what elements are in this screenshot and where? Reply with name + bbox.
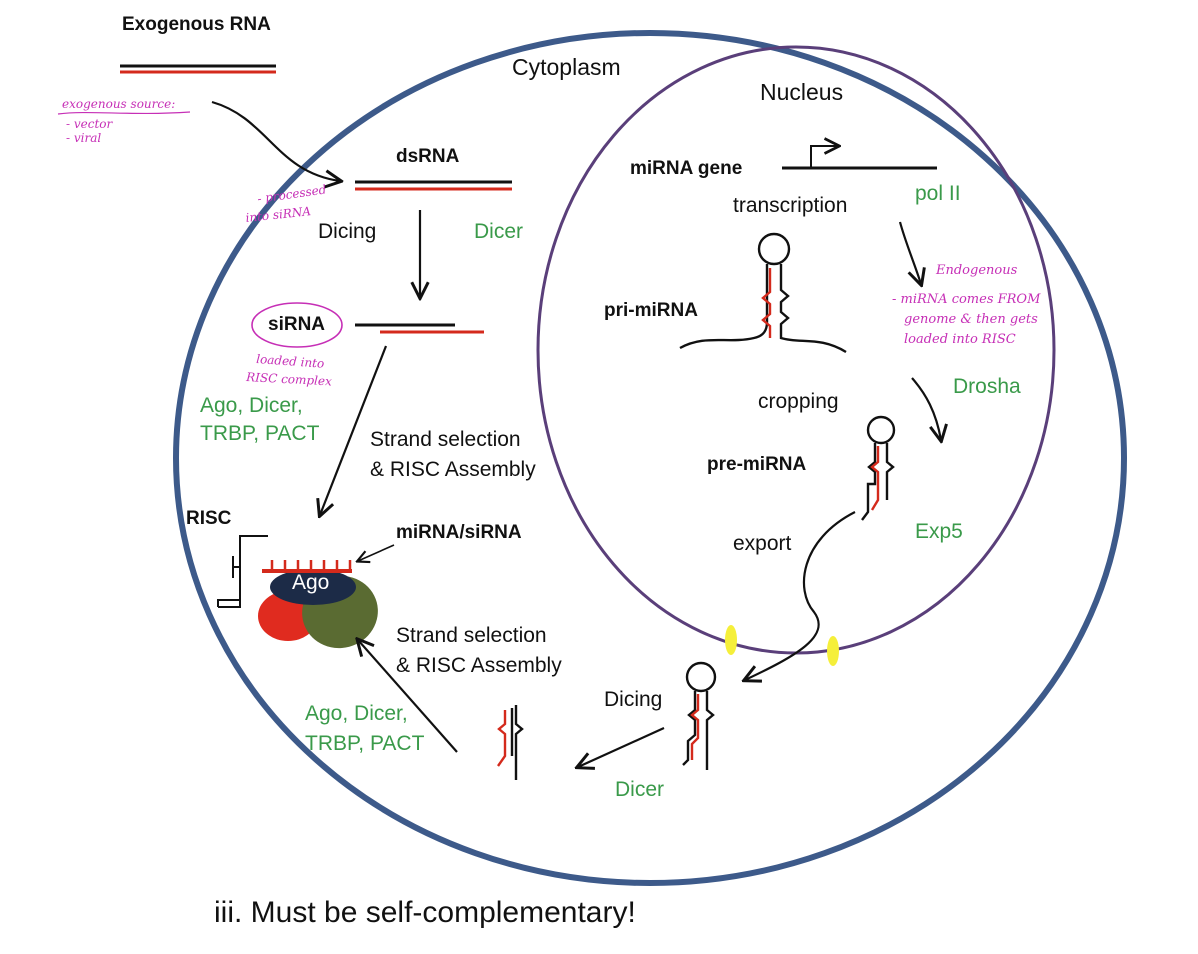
endogenous-note-line: genome & then gets (904, 312, 1038, 327)
arrow-duplex-to-risc (358, 640, 458, 753)
footer-text: iii. Must be self-complementary! (214, 896, 636, 929)
sirna-note: loaded into RISC complex (245, 352, 333, 388)
cytoplasm-boundary (173, 30, 1127, 886)
ago-complex: Ago (258, 560, 378, 649)
exp5-label: Exp5 (915, 520, 963, 543)
cytoplasm-dicing-label: Dicing (604, 688, 662, 711)
mirna-duplex (497, 705, 524, 780)
risc-bracket (217, 535, 268, 607)
strand-selection-lower-line: & RISC Assembly (396, 654, 562, 677)
dsrna-note-line: - processed (256, 182, 327, 206)
exogenous-note-line: - vector (66, 117, 114, 131)
risc-proteins-upper-line: Ago, Dicer, (200, 394, 303, 417)
transcription-label: transcription (733, 194, 847, 217)
nuclear-pore (827, 636, 839, 666)
risc-bracket-detail (218, 556, 241, 608)
drosha-label: Drosha (953, 375, 1021, 398)
endogenous-note-line: Endogenous (935, 263, 1018, 278)
endogenous-note: Endogenous - miRNA comes FROM genome & t… (892, 263, 1041, 347)
arrow-exogenous-to-dsrna (211, 100, 340, 181)
arrow-sirna-to-risc (320, 345, 388, 515)
ago-navy-domain (270, 569, 356, 605)
arrow-pri-to-pre-mirna (911, 377, 941, 440)
dicing-step-label: Dicing (318, 220, 376, 243)
pri-mirna-label: pri-miRNA (604, 300, 698, 321)
cropping-label: cropping (758, 390, 839, 413)
risc-proteins-upper-line: TRBP, PACT (200, 422, 320, 445)
transcription-start-arrow (810, 146, 838, 168)
dsrna-note: - processed into siRNA (245, 182, 328, 225)
strand-selection-upper-line: Strand selection (370, 428, 521, 451)
risc-proteins-lower-line: TRBP, PACT (305, 732, 425, 755)
endogenous-note-line: loaded into RISC (904, 332, 1016, 347)
nucleus-label: Nucleus (760, 79, 843, 105)
ago-label: Ago (292, 571, 329, 594)
dicer-enzyme-label: Dicer (474, 220, 523, 243)
exogenous-note-line: exogenous source: (62, 97, 175, 111)
sirna-note-line: loaded into (256, 352, 325, 371)
arrow-dicing-to-duplex (578, 726, 665, 767)
risc-label: RISC (186, 508, 232, 529)
export-label: export (733, 532, 792, 555)
exogenous-source-note: exogenous source: - vector - viral (57, 97, 191, 145)
arrow-to-guide-strand (358, 544, 395, 561)
strand-selection-lower-line: Strand selection (396, 624, 547, 647)
guide-strand-teeth (270, 560, 352, 571)
cytoplasm-dicer-label: Dicer (615, 778, 664, 801)
strand-selection-upper-line: & RISC Assembly (370, 458, 536, 481)
sirna-label: siRNA (268, 314, 325, 335)
mirna-gene-label: miRNA gene (630, 158, 742, 179)
cytoplasm-label: Cytoplasm (512, 54, 621, 80)
dsrna-note-line: into siRNA (245, 204, 312, 225)
note-underline (57, 111, 191, 115)
sirna-note-line: RISC complex (245, 370, 333, 389)
pol-ii-label: pol II (915, 182, 961, 205)
pre-mirna-hairpin (861, 415, 896, 521)
exogenous-note-line: - viral (66, 131, 101, 145)
endogenous-note-line: - miRNA comes FROM (892, 292, 1041, 307)
dsrna-label: dsRNA (396, 146, 460, 167)
pri-mirna-hairpin (679, 232, 847, 354)
nuclear-pore (725, 625, 737, 655)
cytoplasmic-pre-mirna (682, 661, 717, 770)
pre-mirna-label: pre-miRNA (707, 454, 807, 475)
arrow-export (745, 511, 856, 680)
arrow-gene-to-pri-mirna (898, 221, 921, 284)
exogenous-rna-title: Exogenous RNA (122, 14, 271, 35)
risc-proteins-lower-line: Ago, Dicer, (305, 702, 408, 725)
nucleus-boundary (536, 45, 1056, 655)
mirna-sirna-label: miRNA/siRNA (396, 522, 522, 543)
sirna-highlight-circle (251, 302, 343, 348)
